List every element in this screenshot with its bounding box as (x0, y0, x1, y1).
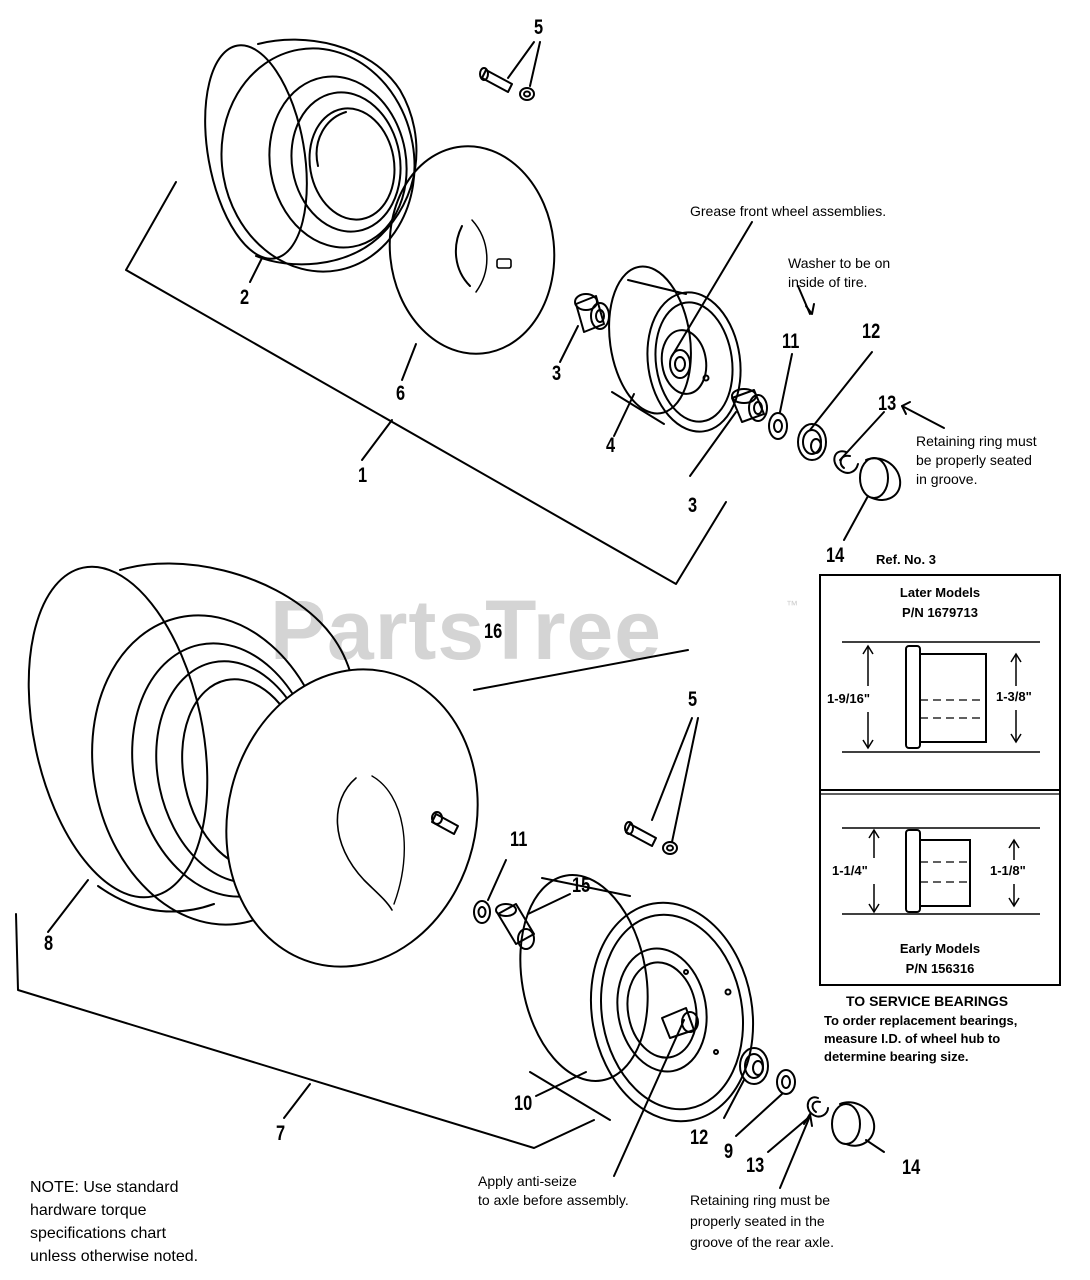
early-models-title: Early Models (899, 941, 981, 956)
callout-washer: Washer to be on inside of tire. (788, 255, 891, 290)
front-wheel-rim (608, 265, 742, 433)
part-number-13: 13 (746, 1154, 765, 1177)
part-number-3: 3 (552, 362, 562, 385)
front-bearing-outer (574, 293, 610, 333)
service-bearings-title: TO SERVICE BEARINGS (846, 993, 1009, 1009)
early-inner-dimension: 1-1/8" (990, 863, 1026, 878)
service-bearings-instructions: To order replacement bearings, measure I… (824, 1013, 1018, 1064)
later-outer-dimension: 1-9/16" (827, 691, 871, 706)
bearing-size-box (819, 574, 1061, 986)
part-number-16: 16 (484, 620, 503, 643)
part-number-7: 7 (276, 1122, 286, 1145)
front-group-bracket (125, 181, 727, 585)
part-number-9: 9 (724, 1140, 734, 1163)
part-number-10: 10 (514, 1092, 533, 1115)
rear-washer-9 (776, 1069, 796, 1095)
general-note: NOTE: Use standard hardware torque speci… (30, 1179, 199, 1265)
part-number-15: 15 (572, 874, 591, 897)
part-number-3: 3 (688, 494, 698, 517)
part-number-12: 12 (690, 1126, 709, 1149)
part-number-14: 14 (902, 1156, 921, 1179)
rear-washer (473, 900, 491, 924)
bearing-ref-label: Ref. No. 3 (876, 552, 936, 567)
valve-stem-front (479, 67, 535, 101)
part-number-8: 8 (44, 932, 54, 955)
part-number-1: 1 (358, 464, 368, 487)
part-number-11: 11 (510, 828, 528, 851)
rear-wheel-rim (519, 874, 755, 1123)
rear-spacer (495, 903, 535, 950)
callout-anti-seize: Apply anti-seize to axle before assembly… (478, 1173, 629, 1208)
rear-retaining-ring (806, 1096, 829, 1118)
part-number-2: 2 (240, 286, 250, 309)
callout-retaining-front: Retaining ring must be properly seated i… (916, 433, 1037, 487)
later-models-title: Later Models (899, 585, 981, 600)
part-number-11: 11 (782, 330, 800, 353)
part-number-12: 12 (862, 320, 881, 343)
part-number-5: 5 (688, 688, 698, 711)
front-bearing-inner (731, 388, 768, 423)
part-number-6: 6 (396, 382, 406, 405)
later-bearing-drawing (842, 641, 1040, 753)
rear-hub-cap (831, 1101, 876, 1147)
rear-seal (739, 1047, 769, 1085)
watermark-trademark: ™ (786, 598, 798, 612)
early-outer-dimension: 1-1/4" (832, 863, 868, 878)
later-models-part-number: P/N 1679713 (902, 605, 978, 620)
early-bearing-drawing (842, 827, 1040, 915)
front-tire (204, 38, 418, 273)
watermark: PartsTree (270, 583, 662, 677)
front-hub-cap (859, 457, 902, 501)
part-number-14: 14 (826, 544, 845, 567)
front-seal (797, 423, 827, 461)
callout-retaining-rear: Retaining ring must be properly seated i… (690, 1192, 834, 1250)
part-number-13: 13 (878, 392, 897, 415)
early-models-part-number: P/N 156316 (905, 961, 975, 976)
front-inner-tube (388, 145, 556, 355)
part-number-5: 5 (534, 16, 544, 39)
later-inner-dimension: 1-3/8" (996, 689, 1032, 704)
rear-inner-tube (225, 668, 479, 968)
part-number-4: 4 (606, 434, 616, 457)
rear-group-bracket (15, 913, 595, 1149)
callout-grease: Grease front wheel assemblies. (690, 203, 887, 219)
valve-stem-rear (624, 821, 678, 855)
front-washer (768, 412, 788, 440)
